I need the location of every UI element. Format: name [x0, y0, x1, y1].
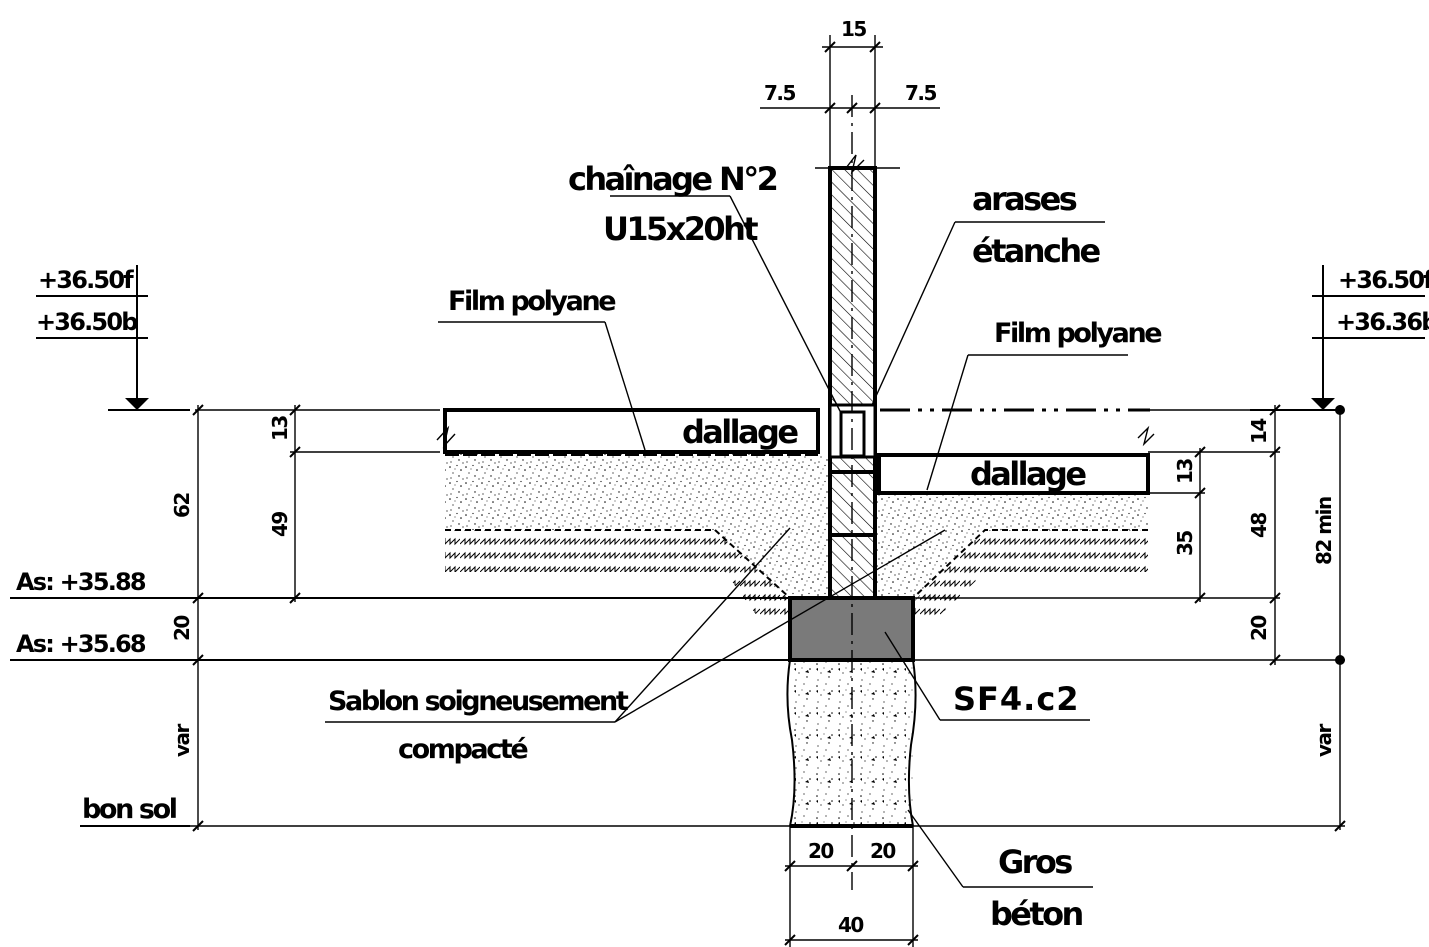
- sand-fill: [445, 454, 1148, 599]
- label-arases-line1: arases: [972, 180, 1077, 218]
- level-marker-left: [36, 265, 149, 410]
- label-arases-line2: étanche: [972, 232, 1101, 270]
- dim-right-20: 20: [1247, 616, 1271, 641]
- level-right-bottom: +36.36b: [1336, 308, 1429, 336]
- leader-lines: [10, 195, 1128, 888]
- dim-left-20: 20: [170, 616, 194, 641]
- level-left-top: +36.50f: [38, 266, 134, 294]
- dim-half-left: 7.5: [764, 81, 796, 105]
- label-beton: béton: [990, 895, 1082, 933]
- dim-foot-40: 40: [838, 913, 863, 937]
- dallage-right: [877, 425, 1155, 495]
- label-chainage-line2: U15x20ht: [603, 210, 758, 248]
- dim-left-13: 13: [268, 416, 292, 441]
- dim-left-49: 49: [268, 512, 292, 537]
- label-bon-sol: bon sol: [82, 794, 176, 825]
- dimension-lines: [192, 35, 1346, 947]
- dallage-left: [436, 408, 820, 456]
- dim-left-62: 62: [170, 493, 194, 518]
- dim-right-48: 48: [1247, 513, 1271, 538]
- dim-wall-width: 15: [841, 17, 866, 41]
- label-film-polyane-right: Film polyane: [994, 318, 1161, 349]
- label-sablon-line1: Sablon soigneusement: [328, 686, 629, 717]
- dim-right-14: 14: [1247, 419, 1271, 444]
- label-sablon-line2: compacté: [398, 734, 527, 765]
- dim-right-var: var: [1312, 723, 1336, 757]
- level-marker-right: [1311, 265, 1425, 410]
- label-dallage-right: dallage: [970, 455, 1086, 493]
- dim-left-var: var: [170, 723, 194, 757]
- dim-right-82-min: 82 min: [1312, 497, 1336, 565]
- dim-right-13: 13: [1173, 459, 1197, 484]
- level-right-top: +36.50f: [1338, 266, 1429, 294]
- level-as-1: As: +35.88: [16, 568, 146, 596]
- label-chainage-line1: chaînage N°2: [568, 160, 777, 198]
- dim-foot-20-left: 20: [808, 839, 833, 863]
- label-dallage-left: dallage: [682, 413, 798, 451]
- dim-half-right: 7.5: [905, 81, 937, 105]
- level-left-bottom: +36.50b: [36, 308, 138, 336]
- label-film-polyane-left: Film polyane: [448, 286, 615, 317]
- dim-right-35: 35: [1173, 531, 1197, 556]
- dim-foot-20-right: 20: [870, 839, 895, 863]
- label-sf4c2: SF4.c2: [953, 680, 1080, 718]
- level-as-2: As: +35.68: [16, 630, 146, 658]
- label-gros: Gros: [998, 843, 1072, 881]
